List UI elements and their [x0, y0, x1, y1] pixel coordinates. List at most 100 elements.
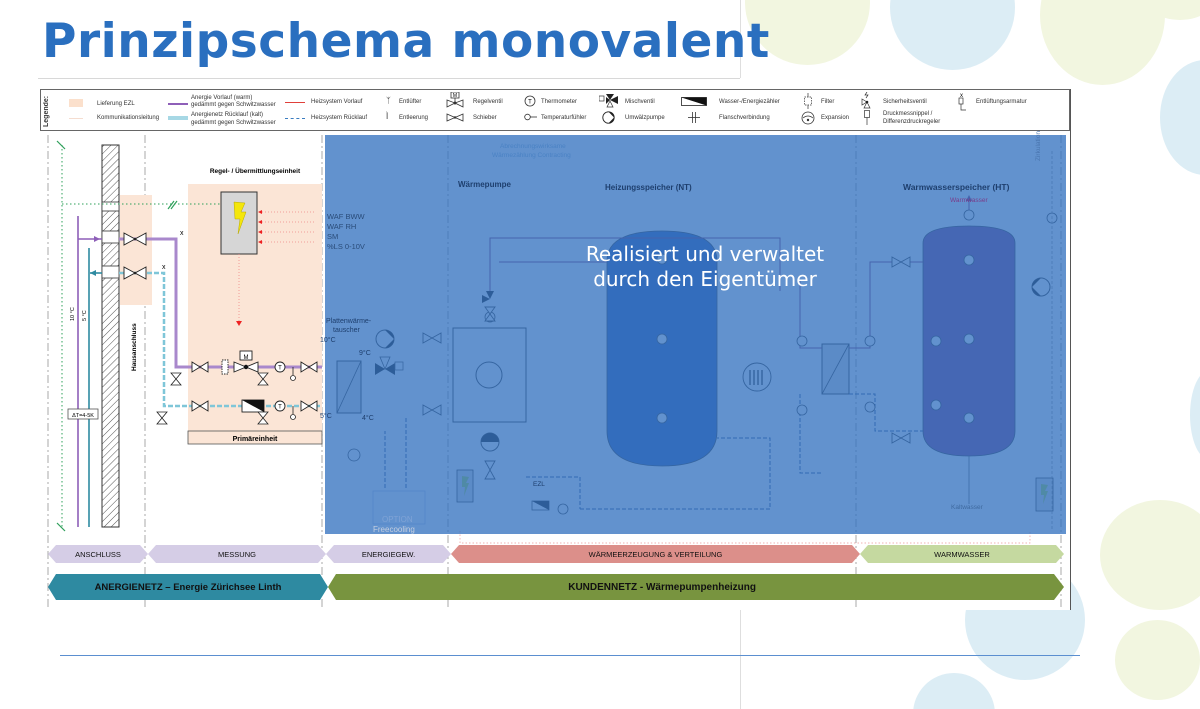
sicherheitsventil-icon [861, 92, 871, 109]
mischventil-icon [599, 94, 618, 108]
phase-chevrons [48, 545, 1064, 600]
entleerung-icon: Ì [386, 112, 389, 121]
signal-waf-bww: WAF BWW [327, 212, 365, 221]
title-divider [38, 78, 740, 79]
legend-lieferung-ezl: Lieferung EZL [97, 101, 135, 107]
legend-anergie-ruecklauf-2: gedämmt gegen Schwitzwasser [191, 120, 276, 126]
zirkulation-label: Zirkulation [1035, 131, 1042, 161]
bg-circle-yellow-4 [1100, 500, 1200, 610]
legend-kommunikation: Kommunikationsleitung [97, 115, 160, 121]
page-title: Prinzipschema monovalent [42, 14, 770, 69]
svg-text:10 °C: 10 °C [70, 307, 76, 321]
anergie-vorlauf-swatch [168, 103, 188, 105]
legend-entlufter: Entlüfter [399, 99, 422, 105]
legend-umwaelzpumpe: Umwälzpumpe [625, 115, 665, 121]
warmwasser-label: Warmwasser [950, 197, 988, 204]
schieber-icon [446, 113, 464, 122]
bg-circle-blue-1 [890, 0, 1015, 70]
owner-managed-text: Realisiert und verwaltet durch den Eigen… [540, 242, 870, 292]
legend-expansion: Expansion [821, 115, 850, 121]
legend-sicherheitsventil: Sicherheitsventil [883, 99, 927, 105]
anergie-ruecklauf-swatch [168, 116, 188, 120]
thermometer-icon: T [524, 95, 536, 107]
overlay-text-line-2: durch den Eigentümer [593, 267, 817, 291]
heizungsspeicher-title: Heizungsspeicher (NT) [605, 183, 692, 192]
legend-heiz-vorlauf: Heizsystem Vorlauf [311, 99, 363, 105]
legend-heiz-ruecklauf: Heizsystem Rücklauf [311, 115, 368, 121]
svg-text:T: T [278, 405, 282, 411]
legend-thermometer: Thermometer [541, 99, 578, 105]
legend-druckmessnippel-1: Druckmessnippel / [883, 111, 933, 117]
svg-text:5 °C: 5 °C [82, 310, 88, 321]
waermepumpe-title: Wärmepumpe [458, 180, 511, 189]
ezl-label: EZL [533, 481, 545, 488]
signal-sm: SM [327, 232, 339, 241]
temperaturfuehler-icon [524, 113, 537, 121]
legend-regelventil: Regelventil [473, 99, 503, 105]
band-kundennetz: KUNDENNETZ - Wärmepumpenheizung [568, 581, 756, 593]
legend: Legende: Lieferung EZL Kommunikationslei… [40, 89, 1070, 131]
temp-10c: 10°C [320, 337, 336, 344]
svg-text:M: M [453, 93, 457, 99]
legend-zaehler: Wasser-/Energiezähler [719, 99, 780, 105]
legend-anergie-vorlauf-1: Anergie Vorlauf (warm) [191, 95, 253, 101]
legend-mischventil: Mischventil [625, 99, 655, 105]
svg-text:Primäreinheit: Primäreinheit [233, 436, 278, 443]
svg-text:T: T [278, 366, 282, 372]
legend-filter: Filter [821, 99, 835, 105]
umwaelzpumpe-icon [602, 111, 615, 124]
heiz-ruecklauf-swatch [285, 118, 305, 119]
bg-circle-blue-5 [913, 673, 995, 709]
signal-ls: %LS 0-10V [327, 242, 365, 251]
abrechnung-label-2: Wärmezählung Contracting [492, 152, 571, 159]
footer-divider-vertical [740, 610, 741, 709]
legend-anergie-ruecklauf-1: Anergienetz Rücklauf (kalt) [191, 112, 264, 118]
owner-managed-overlay [325, 135, 1066, 534]
svg-text:M: M [244, 355, 249, 361]
zaehler-icon [681, 97, 707, 106]
plattenwt-label-1: Plattenwärme- [326, 318, 372, 325]
phase-messung: MESSUNG [218, 549, 256, 559]
temp-5c: 5°C [320, 413, 332, 420]
temp-4c: 4°C [362, 415, 374, 422]
signal-waf-rh: WAF RH [327, 222, 357, 231]
svg-text:x: x [162, 264, 166, 271]
svg-text:ΔT=4-5K: ΔT=4-5K [72, 413, 94, 419]
svg-text:Regel- / Übermittlungseinheit: Regel- / Übermittlungseinheit [210, 166, 301, 175]
bg-circle-yellow-2 [1040, 0, 1165, 85]
entlufter-icon: ᛉ [386, 96, 391, 105]
phase-energiegew: ENERGIEGEW. [361, 549, 416, 559]
flansch-icon [688, 112, 700, 123]
svg-text:T: T [528, 100, 532, 106]
legend-druckmessnippel-2: Differenzdruckregeler [883, 119, 941, 125]
legend-flansch: Flanschverbindung [719, 115, 770, 121]
legend-temperaturfuehler: Temperaturfühler [541, 115, 587, 121]
band-anergienetz: ANERGIENETZ – Energie Zürichsee Linth [94, 581, 282, 593]
entlueftungsarmatur-icon: x [958, 93, 966, 111]
bg-circle-blue-3 [1190, 370, 1200, 460]
heiz-vorlauf-swatch [285, 102, 305, 103]
bg-circle-yellow-5 [1115, 620, 1200, 700]
diagram-area: x x ΔT=4-5K 10 °C 5 °C Hausanschluss Reg… [40, 131, 1070, 610]
footer-divider [60, 655, 1080, 656]
legend-schieber: Schieber [473, 115, 497, 121]
title-divider-vertical [740, 0, 741, 78]
temp-9c: 9°C [359, 350, 371, 357]
warmwasserspeicher-title: Warmwasserspeicher (HT) [903, 182, 1010, 192]
komm-line-swatch [69, 118, 83, 119]
legend-entleerung: Entleerung [399, 115, 429, 121]
phase-waermeerzeugung: WÄRMEERZEUGUNG & VERTEILUNG [588, 549, 723, 559]
phase-anschluss: ANSCHLUSS [75, 549, 121, 559]
svg-text:x: x [960, 93, 963, 99]
ezl-swatch [69, 99, 83, 107]
expansion-icon [801, 111, 815, 125]
filter-icon [804, 93, 812, 109]
option-label: OPTION [382, 515, 413, 524]
plattenwt-label-2: tauscher [333, 327, 360, 334]
legend-entlueftungsarmatur: Entlüftungsarmatur [976, 99, 1027, 105]
svg-text:Hausanschluss: Hausanschluss [131, 323, 138, 371]
regelventil-icon: M [446, 92, 464, 108]
svg-text:x: x [180, 230, 184, 237]
abrechnung-label-1: Abrechnungswirksame [500, 143, 566, 150]
druckmessnippel-icon [864, 110, 870, 125]
